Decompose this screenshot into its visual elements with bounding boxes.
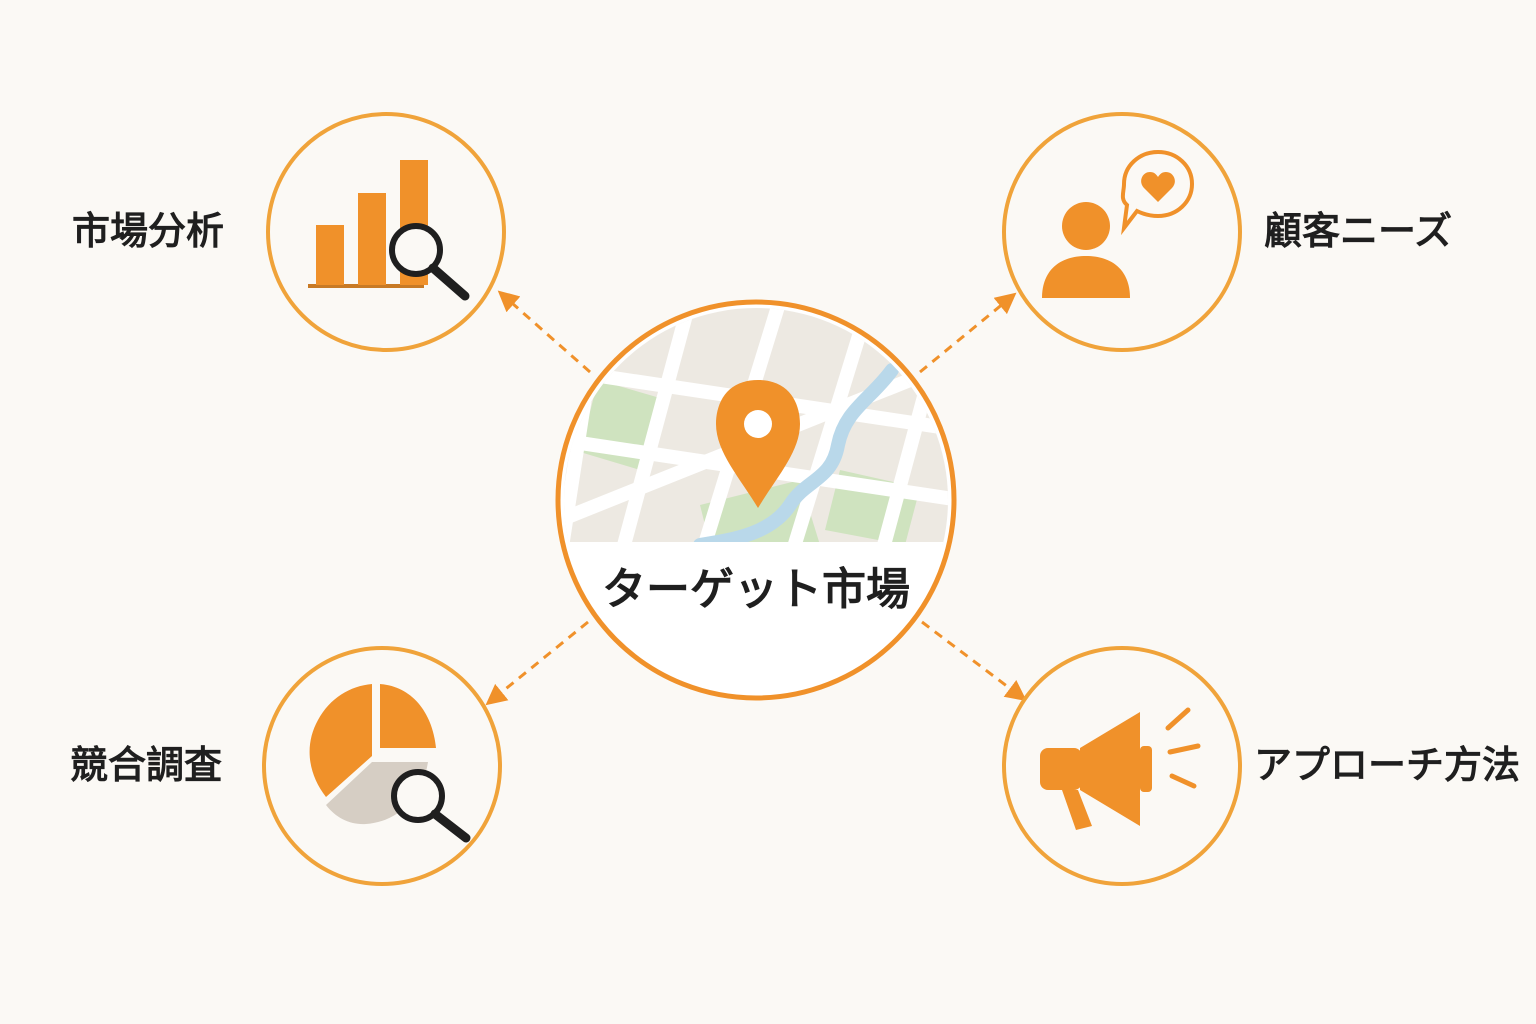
connector-competitor-research: [485, 620, 589, 706]
customer-needs-label: 顧客ニーズ: [1264, 209, 1453, 253]
node-approach-method: [1002, 646, 1242, 886]
node-customer-needs: [1002, 112, 1242, 352]
connectors: [485, 290, 1027, 706]
person-heart-bubble-icon: [1042, 149, 1195, 298]
connector-market-analysis: [497, 290, 591, 374]
bar-chart-magnifier-icon: [308, 160, 470, 301]
map-pin-icon: [716, 380, 800, 508]
target-market-label: ターゲット市場: [602, 564, 910, 615]
approach-method-label: アプローチ方法: [1254, 743, 1521, 787]
competitor-research-label: 競合調査: [70, 743, 223, 787]
market-analysis-label: 市場分析: [72, 209, 225, 253]
pie-chart-magnifier-icon: [309, 684, 471, 843]
node-market-analysis: [266, 112, 506, 352]
node-competitor-research: [262, 646, 502, 886]
center-node: [555, 299, 957, 701]
connector-customer-needs: [919, 292, 1017, 374]
megaphone-icon: [1040, 707, 1201, 830]
connector-approach-method: [921, 620, 1027, 702]
